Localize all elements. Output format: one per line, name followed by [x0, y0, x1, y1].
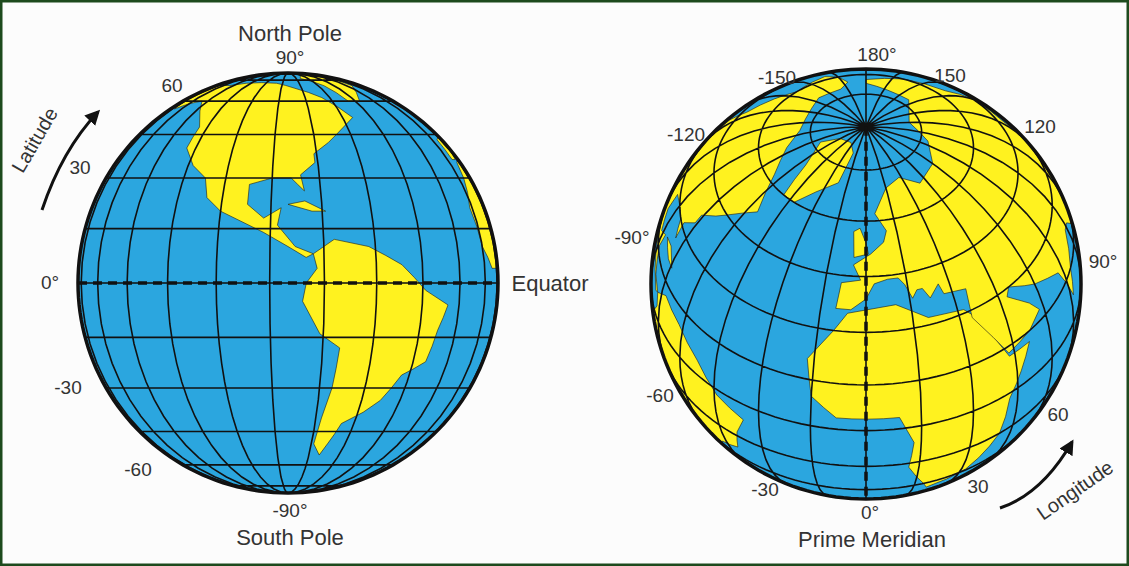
pole-label: South Pole	[236, 526, 344, 550]
longitude-number: -150	[758, 68, 796, 89]
latitude-globe	[78, 73, 498, 493]
longitude-number: -90°	[614, 228, 649, 249]
latitude-number: -30	[54, 378, 81, 399]
latitude-number: -90°	[272, 501, 307, 522]
longitude-number: -30	[751, 480, 778, 501]
continent	[457, 158, 498, 269]
graticule	[78, 73, 498, 493]
longitude-number: -120	[667, 125, 705, 146]
latitude-number: 0°	[41, 273, 59, 294]
continent	[667, 237, 671, 268]
longitude-number: 30	[967, 477, 988, 498]
longitude-number: 150	[934, 66, 966, 87]
longitude-number: 60	[1047, 405, 1068, 426]
longitude-globe	[651, 69, 1081, 499]
longitude-number: 180°	[857, 45, 896, 66]
meridian-label: Prime Meridian	[798, 528, 946, 552]
latitude-number: -60	[124, 460, 151, 481]
latitude-number: 30	[69, 158, 90, 179]
longitude-number: 90°	[1089, 252, 1118, 273]
pole-label: North Pole	[238, 22, 342, 46]
ocean	[78, 73, 498, 493]
continent	[175, 83, 353, 258]
longitude-number: 120	[1024, 117, 1056, 138]
continent	[288, 201, 326, 211]
globe-outline	[651, 69, 1081, 499]
latitude-number: 60	[161, 76, 182, 97]
latitude-number: 90°	[276, 48, 305, 69]
globe-outline	[78, 73, 498, 493]
axis-title: Latitude	[8, 104, 63, 177]
longitude-number: -60	[646, 386, 673, 407]
ocean	[651, 69, 1081, 499]
continent	[784, 138, 854, 202]
equator-label: Equator	[511, 272, 588, 296]
axis-title: Longitude	[1033, 456, 1118, 524]
equator-line	[78, 281, 498, 285]
prime-meridian-line	[864, 127, 868, 499]
graticule	[651, 69, 1081, 499]
longitude-number: 0°	[861, 503, 879, 524]
